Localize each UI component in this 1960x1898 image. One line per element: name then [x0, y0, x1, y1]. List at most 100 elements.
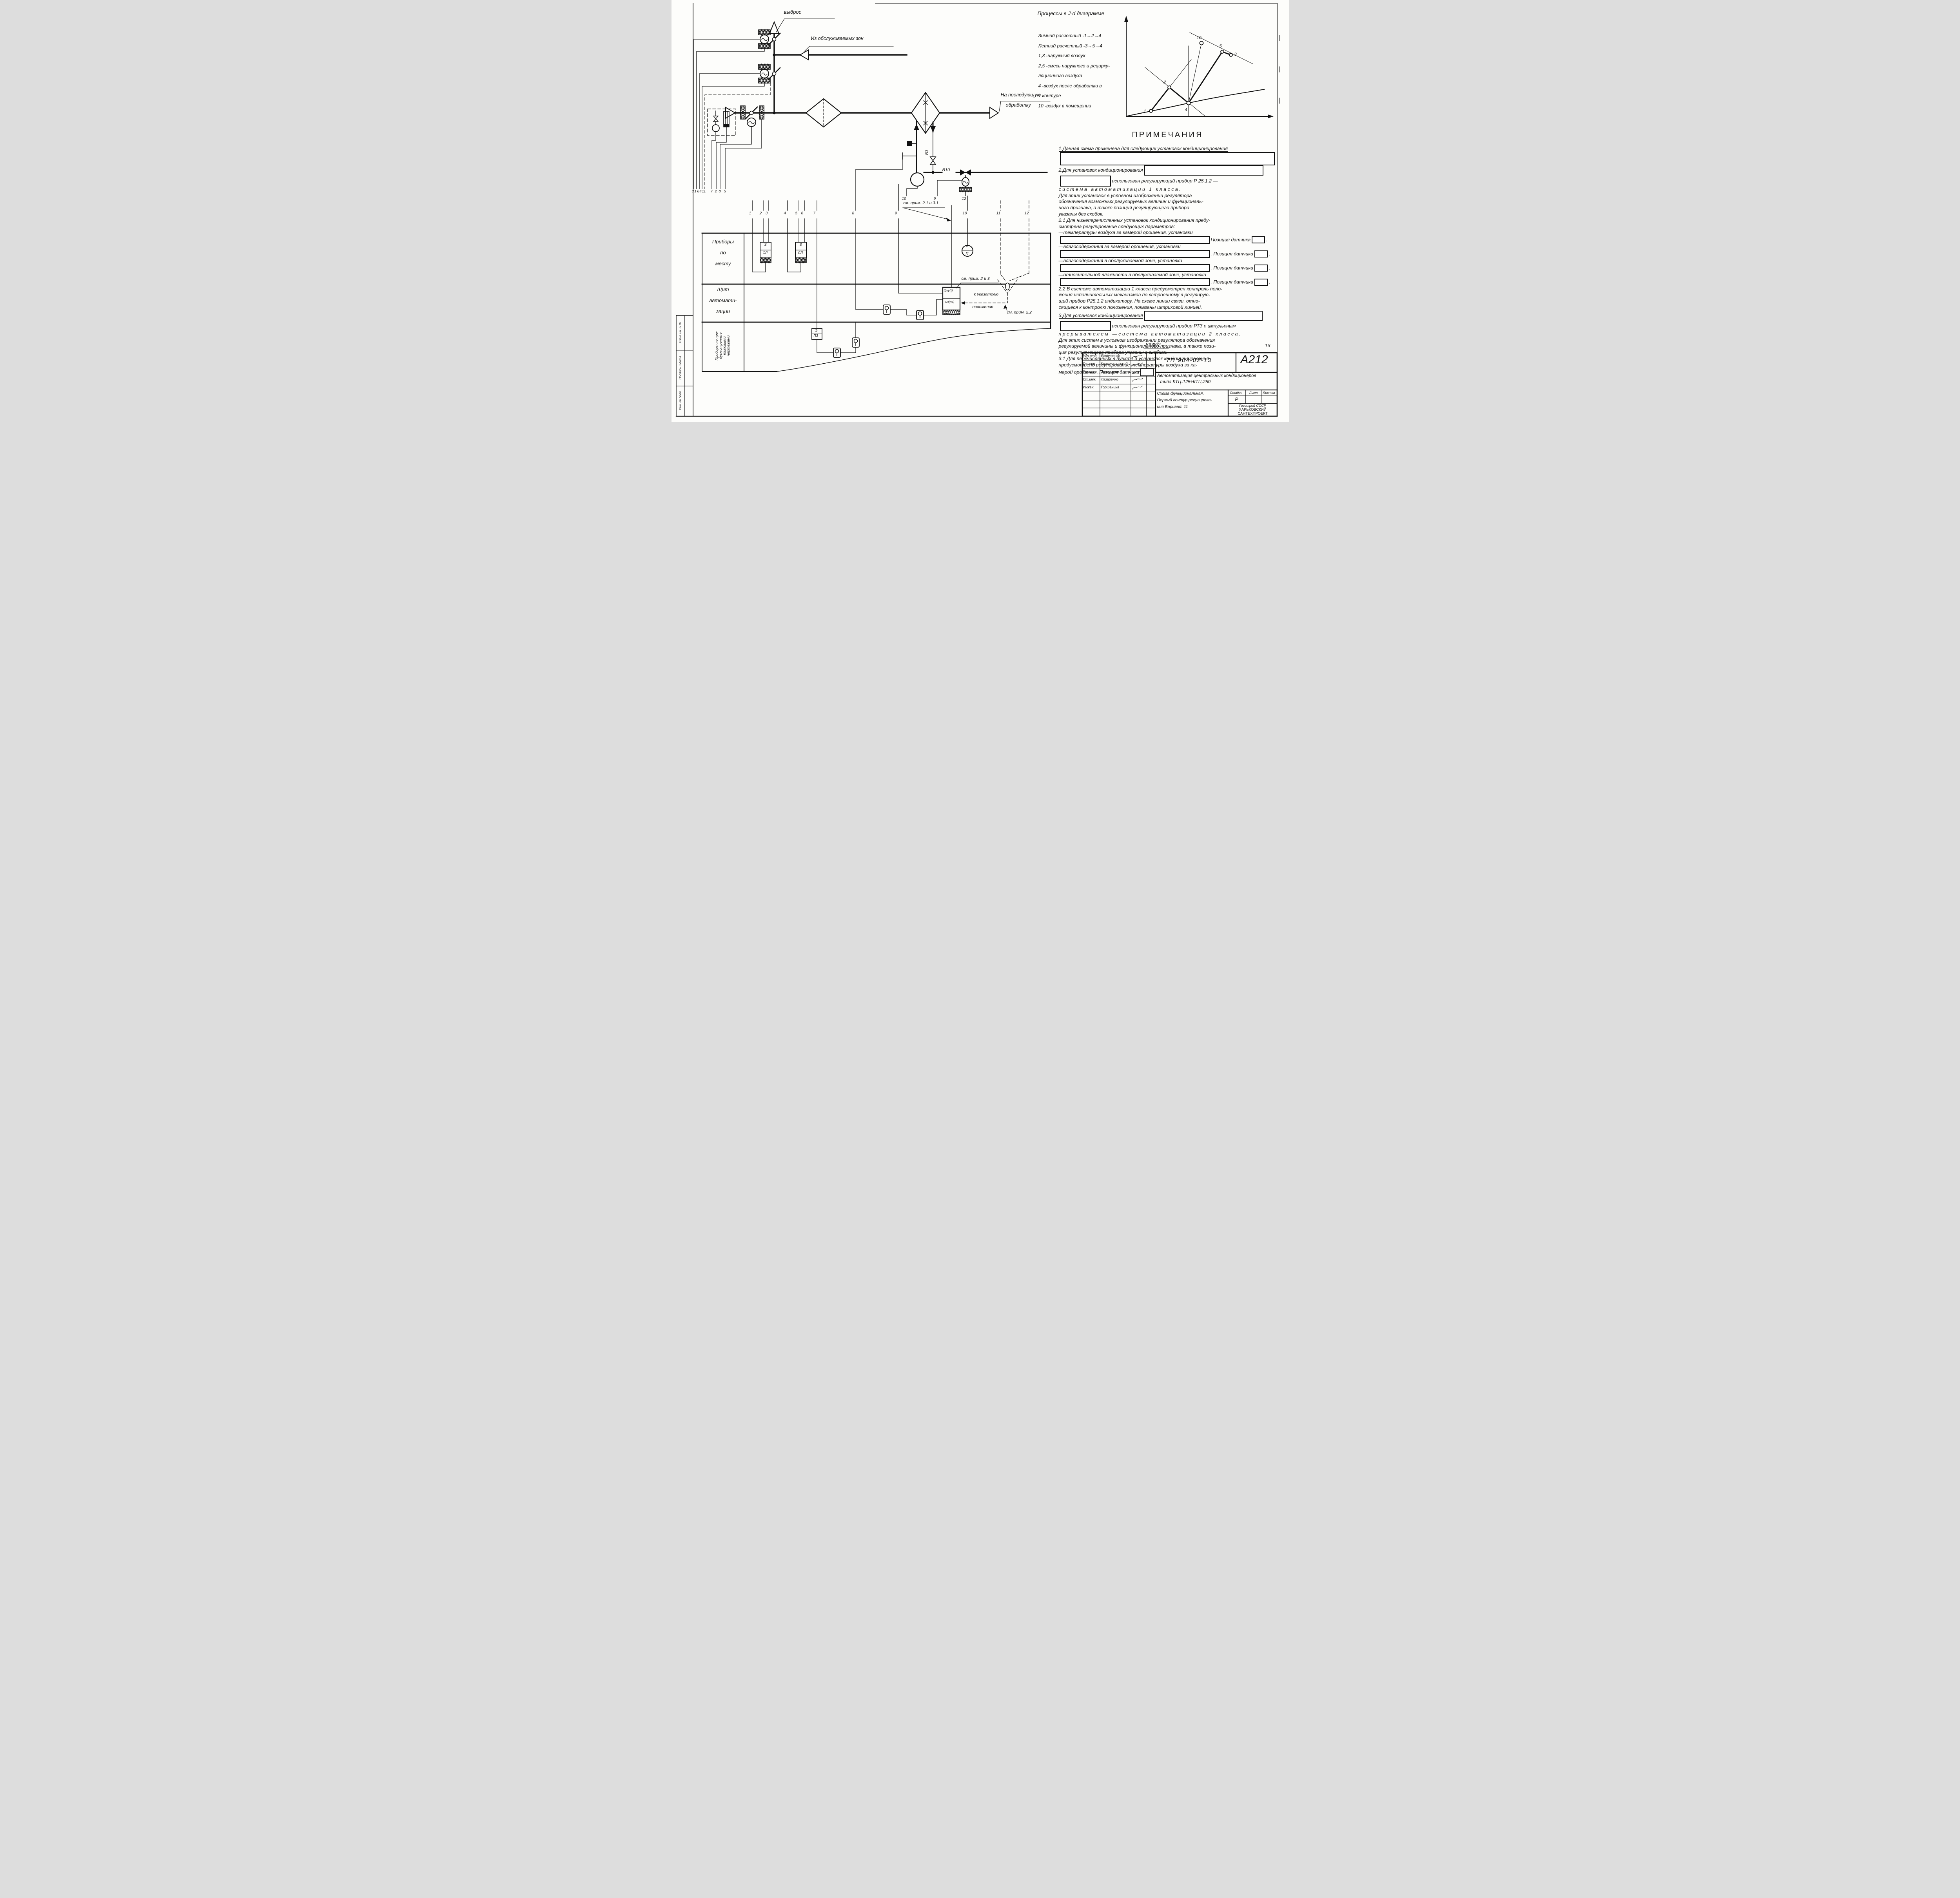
to-next-label-1: На последующую: [1000, 92, 1041, 98]
note-line: . Позиция датчика.: [1059, 264, 1277, 272]
signature-role: Гл.спец: [1083, 362, 1095, 366]
to-next-label-2: обработку: [1005, 102, 1031, 108]
actuator-hatch: [942, 309, 960, 315]
note-line: . Позиция датчика.: [1059, 250, 1277, 258]
jd-point-label: 4: [1185, 107, 1187, 112]
pipe-v3-label: В3: [924, 150, 929, 155]
jd-point-label: 1: [1143, 109, 1146, 114]
note-line: использован регулирующий прибор Р 25.1.2…: [1059, 175, 1277, 187]
wire-number-table: 9: [895, 211, 897, 216]
jd-legend-line: Летний расчетный -3→5→4: [1038, 43, 1102, 49]
note-line: использован регулирующий прибор РТЗ с им…: [1059, 321, 1277, 331]
pipe-v10-label: В10: [942, 168, 950, 172]
stamp-column-label: Взам. ин. Б.№: [678, 322, 682, 343]
signature-name: Горшенина: [1101, 385, 1120, 389]
actuator-hatch: [758, 42, 771, 50]
notes-block: 1.Данная схема применена для следующих у…: [1058, 146, 1277, 376]
actuator-hatch: [958, 187, 972, 192]
jd-legend-line: 1,3 -наружный воздух: [1038, 53, 1085, 58]
note-line: —относительной влажности в обслуживаемой…: [1059, 272, 1277, 278]
note-line: смотрена регулирование следующих парамет…: [1059, 224, 1277, 230]
wire-number-table: 12: [1024, 211, 1029, 216]
note-line: мерой орошения. Позиция датчика.: [1059, 368, 1277, 376]
title-block-grid: [1082, 348, 1278, 417]
title-block-org: ХАРЬКОВСКИЙ: [1239, 408, 1267, 412]
note-line: 2.2 В системе автоматизации 1 класса пре…: [1059, 286, 1277, 292]
intake-damper: [744, 106, 758, 127]
note-text: .: [1269, 279, 1270, 285]
wire-number-left: 4: [699, 189, 702, 194]
note-text: сящиеся к контролю положения, показаны ш…: [1058, 304, 1202, 310]
signature-name: Зингерман: [1101, 370, 1119, 373]
actuator-hatch: [758, 77, 771, 84]
note-text: —относительной влажности в обслуживаемой…: [1058, 272, 1207, 277]
actuator-hatch: [739, 105, 746, 120]
wire-number-left: 1: [694, 189, 697, 194]
note-line: Для этих установок в условном изображени…: [1059, 193, 1277, 199]
wire-number-left: 11: [702, 189, 706, 194]
table-row3-label-line: дусмотренные: [718, 332, 723, 359]
note-line: Для этих систем в условном изображении р…: [1059, 337, 1277, 344]
note-text: 2.1 Для нижеперечисленных установок конд…: [1058, 217, 1210, 223]
jd-legend-line: 1 контуре: [1038, 93, 1061, 98]
note-text: .: [1269, 251, 1270, 257]
title-block-title-2: типа КТЦ-125÷КТЦ-250.: [1160, 380, 1212, 384]
note-text: . Позиция датчика: [1210, 251, 1254, 257]
panel-key-box: [851, 337, 860, 348]
see-note-21-31-label: см. прим. 2.1 и 3.1: [903, 201, 939, 205]
to-indicator-label-1: к указателю: [974, 292, 998, 297]
signature-role: Инжен.: [1083, 385, 1094, 389]
page-number: 13: [1265, 343, 1270, 348]
wire-number-left: 3: [691, 189, 694, 194]
note-text: 3.Для установок кондиционирования: [1058, 313, 1143, 319]
duct-sensor-box: [707, 109, 736, 136]
signature-squiggles: [1132, 355, 1143, 390]
wire-number-table: 1: [749, 211, 751, 216]
note-text: . Позиция датчика: [1210, 265, 1254, 271]
note-text: Для этих систем в условном изображении р…: [1058, 337, 1215, 343]
note-line: обозначения возможных регулируемых велич…: [1059, 199, 1277, 205]
note-line: прерывателем —система автоматизации 2 кл…: [1059, 331, 1277, 337]
redacted-blank-box: [1144, 165, 1263, 176]
redacted-blank-box: [1254, 264, 1268, 272]
wire-number-table: 3: [765, 211, 768, 216]
note-text: —влагосодержания в обслуживаемой зоне, у…: [1058, 257, 1182, 263]
note-text: ция регулирующего прибора указаны в скоб…: [1058, 350, 1168, 355]
table-row2-label: Щит: [717, 286, 729, 292]
redacted-blank-box: [1060, 250, 1210, 258]
redacted-blank-box: [1060, 236, 1210, 244]
title-block-subtitle: Схема функциональная.: [1157, 391, 1204, 396]
jd-legend-line: 2,5 -смесь наружного и рецирку-: [1038, 63, 1110, 69]
signature-name: Лазаренко: [1101, 377, 1118, 381]
local-instrument-boxes: [752, 233, 973, 272]
filter-section: [805, 98, 842, 128]
jd-diagram-title: Процессы в J-d диаграмме: [1037, 11, 1105, 16]
note-line: 2.1 Для нижеперечисленных установок конд…: [1059, 218, 1277, 224]
note-text: жения исполнительных механизмов по встро…: [1058, 292, 1210, 298]
see-note-2-3-label: см. прим. 2 и 3: [961, 276, 990, 281]
regulator-letter: из(пз): [945, 300, 955, 304]
table-row1-label: Приборы: [712, 239, 734, 245]
title-block-subtitle: ния Вариант 11: [1157, 404, 1188, 409]
panel-key-box: [833, 348, 841, 358]
actuator-hatch: [758, 63, 771, 71]
note-text: 2.Для установок кондиционирования: [1058, 167, 1143, 174]
stamp-column-label: Инв. № подл.: [678, 390, 682, 410]
jd-diagram: [1124, 16, 1274, 118]
panel-box-letter: ПЗ: [813, 334, 818, 337]
actuator-hatch: [758, 29, 771, 36]
return-duct: [773, 46, 907, 61]
supply-duct: [725, 101, 1051, 119]
redacted-blank-box: [1060, 152, 1275, 165]
wire-number-valve: 10: [902, 197, 906, 201]
note-text: использован регулирующий прибор Р 25.1.2…: [1112, 178, 1218, 184]
note-line: Позиция датчика.: [1059, 236, 1277, 244]
instrument-letter: СЛ: [798, 251, 803, 255]
note-text: .: [1266, 237, 1268, 243]
actuator-hatch: [758, 105, 765, 120]
panel-key-box: [916, 310, 924, 320]
jd-point-label: 3: [1234, 52, 1237, 57]
note-text: 1.Данная схема применена для следующих у…: [1058, 146, 1228, 152]
table-row2-label: зации: [716, 308, 730, 314]
note-line: система автоматизации 1 класса.: [1059, 187, 1277, 193]
